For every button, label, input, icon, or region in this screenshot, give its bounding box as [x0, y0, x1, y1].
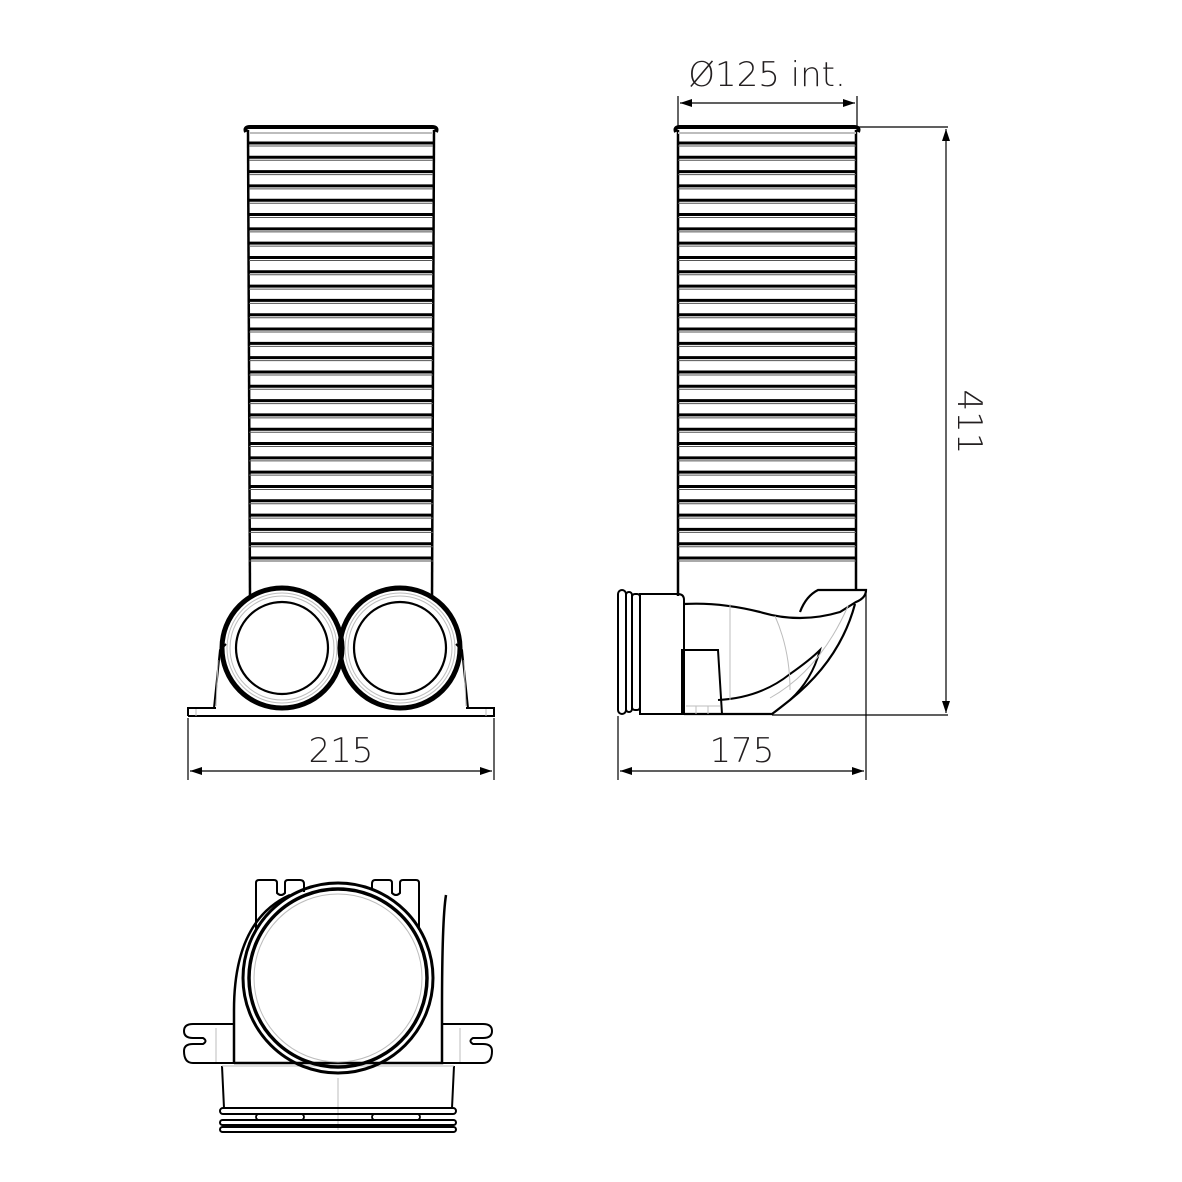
bottom-top-right-tab	[371, 879, 420, 930]
side-pipe-rim	[673, 125, 861, 133]
front-pipe-left-wall	[246, 129, 252, 599]
bottom-seal-ring-1	[219, 1107, 457, 1115]
front-pipe-rim	[243, 125, 439, 133]
bottom-seal-ring-2	[219, 1119, 457, 1126]
side-outlet-body	[683, 588, 868, 620]
bottom-left-side-tab	[182, 1023, 234, 1064]
side-pipe-ribs	[678, 132, 856, 562]
side-outlet-socket	[617, 589, 685, 715]
bottom-top-left-tab	[255, 879, 305, 930]
bottom-slot-left	[255, 1113, 305, 1121]
side-width-label: 175	[710, 731, 775, 771]
front-base-plate	[187, 707, 495, 717]
diameter-label: Ø125 int.	[688, 55, 846, 95]
bottom-socket	[221, 1065, 455, 1109]
bottom-view	[182, 879, 494, 1133]
bottom-body	[232, 893, 448, 1065]
dimension-side-width: 175	[617, 590, 867, 780]
bottom-right-side-tab	[442, 1023, 494, 1064]
bottom-seal-ring-3	[219, 1126, 457, 1133]
bottom-slot-right	[371, 1113, 421, 1121]
front-left-outlet	[219, 585, 345, 711]
dimension-front-width: 215	[187, 718, 495, 780]
height-label: 411	[949, 390, 989, 455]
front-pipe-right-wall	[430, 129, 436, 599]
front-view: 215	[187, 125, 495, 780]
side-view: Ø125 int. 411 175	[617, 55, 989, 780]
side-support-block	[681, 649, 723, 715]
front-width-label: 215	[309, 731, 374, 771]
front-pipe-ribs	[249, 132, 433, 562]
dimension-diameter: Ø125 int.	[677, 55, 858, 126]
front-right-outlet	[337, 585, 463, 711]
bottom-pipe-opening	[241, 881, 435, 1075]
dimension-height: 411	[942, 129, 989, 713]
